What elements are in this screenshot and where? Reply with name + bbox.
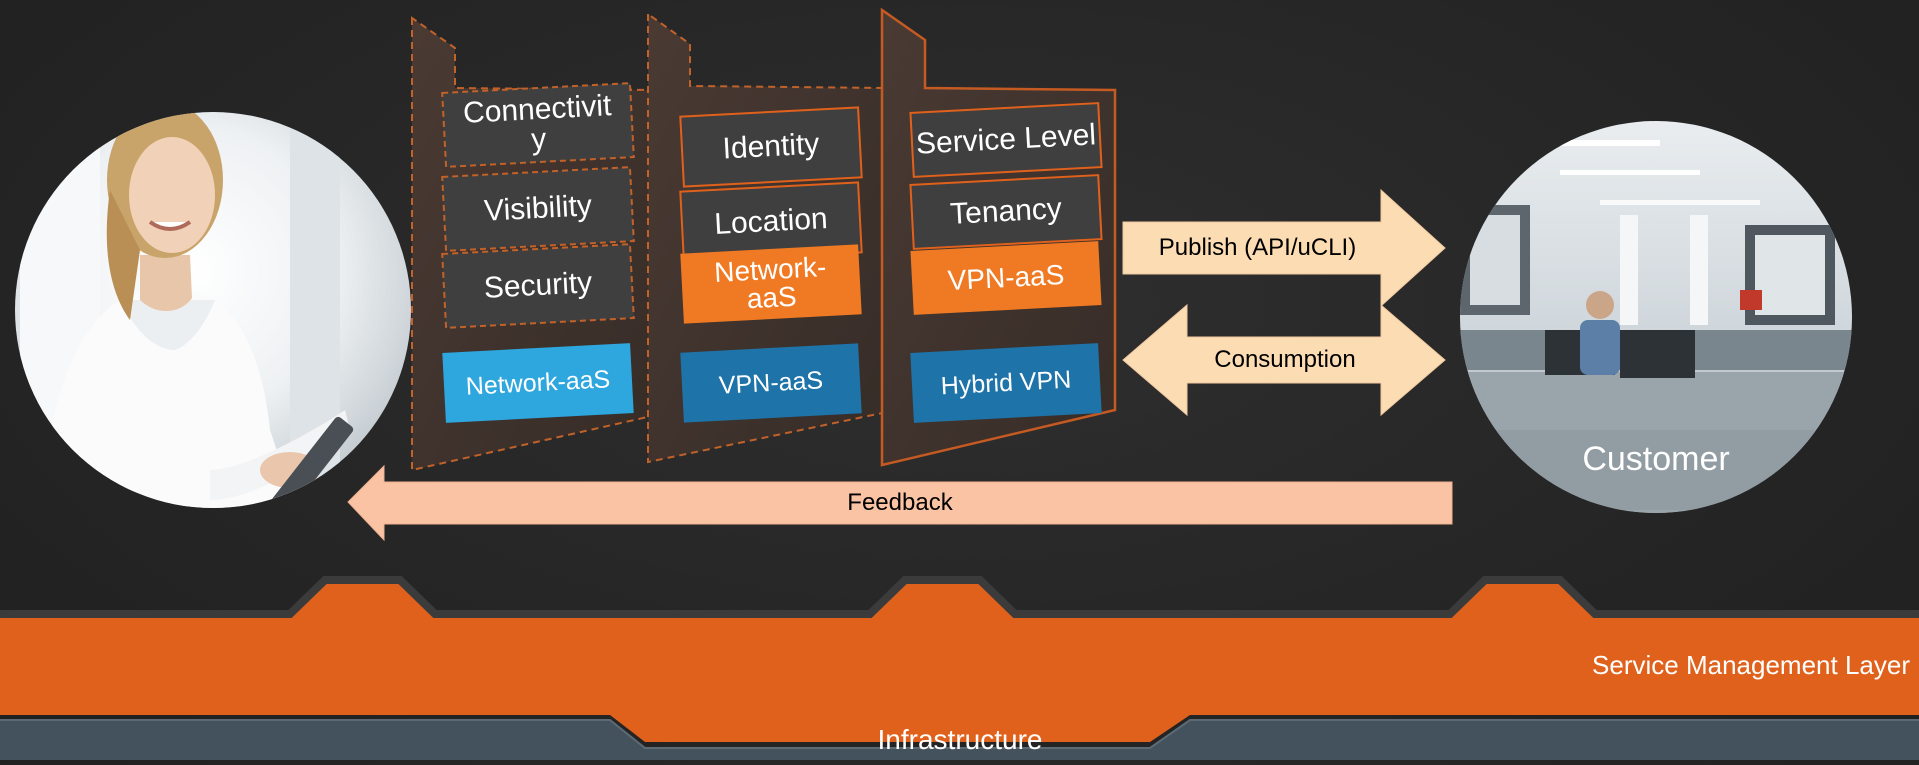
folder-1-item-2-box xyxy=(441,166,635,252)
folder-3-item-2-box xyxy=(909,174,1103,250)
folder-1-item-3-box xyxy=(441,243,635,329)
publish-label: Publish (API/uCLI) xyxy=(1158,234,1357,261)
folder-2-service-label: VPN-aaS xyxy=(718,365,824,400)
person-photo xyxy=(15,112,411,508)
folder-2-item-3-box xyxy=(680,244,862,324)
feedback-label: Feedback xyxy=(847,489,953,516)
folder-2-item-3-label: Network- aaS xyxy=(713,251,827,315)
folder-2-service-box xyxy=(680,343,862,423)
folder-3-item-2-label: Tenancy xyxy=(949,192,1063,231)
consumption-label: Consumption xyxy=(1214,346,1356,373)
customer-label: Customer xyxy=(1582,439,1730,478)
folder-1-item-1-box xyxy=(441,82,635,168)
folder-1-service-box xyxy=(442,343,634,423)
folder-3-item-1-label: Service Level xyxy=(915,118,1097,161)
feedback-arrow xyxy=(347,464,1453,542)
infrastructure-layer xyxy=(0,719,1919,760)
infrastructure-label: Infrastructure xyxy=(877,724,1043,755)
folder-3-item-3-box xyxy=(910,241,1102,315)
service-management-label: Service Management Layer xyxy=(1592,649,1910,680)
folder-3-service-label: Hybrid VPN xyxy=(940,365,1072,400)
folder-3-service-box xyxy=(910,343,1102,423)
folder-2-item-1-label: Identity xyxy=(721,127,821,166)
folder-1-service-label: Network-aaS xyxy=(465,364,611,401)
service-management-layer xyxy=(0,576,1919,742)
folder-2-item-1-box xyxy=(679,106,863,188)
folder-1-item-2-label: Visibility xyxy=(483,189,593,228)
office-photo xyxy=(1460,121,1852,513)
folder-1-item-3-label: Security xyxy=(482,266,593,305)
folder-3-item-1-box xyxy=(909,102,1103,178)
folder-3-item-3-label: VPN-aaS xyxy=(946,258,1066,297)
folder-1-item-1-label: Connectivit y xyxy=(462,89,613,157)
consumption-arrow xyxy=(1122,303,1446,417)
publish-arrow xyxy=(1122,188,1446,308)
